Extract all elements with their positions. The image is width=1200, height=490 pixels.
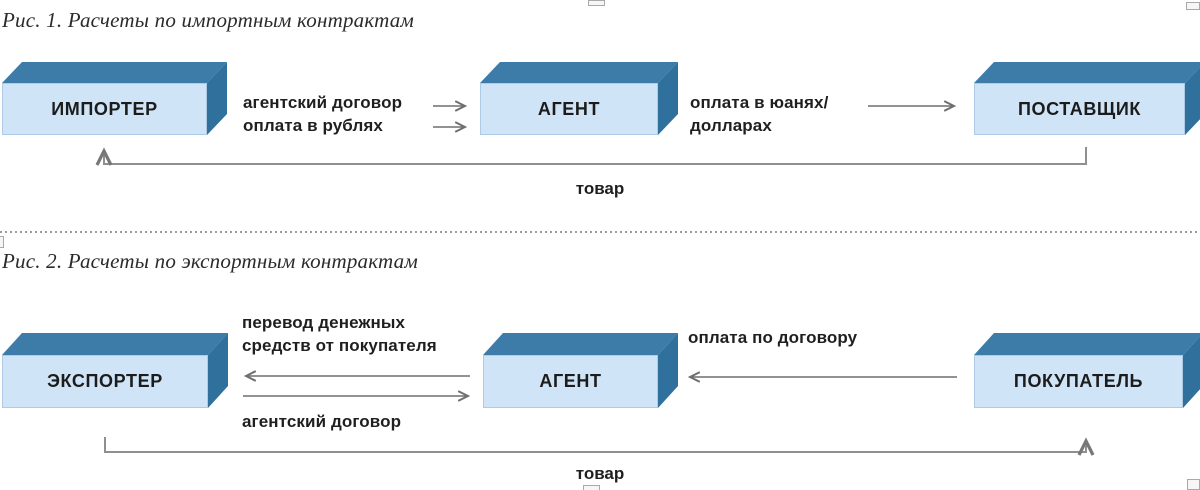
dotted-divider — [0, 231, 1200, 233]
fig1-goods-label: товар — [575, 179, 625, 198]
buyer-box-side-face — [1183, 333, 1200, 408]
fig2-transfer-label-line2: средств от покупателя — [242, 336, 437, 355]
selection-handle-bottom-center[interactable] — [583, 485, 600, 490]
agent-box-fig2-top-face — [483, 333, 678, 355]
importer-box-front-face: ИМПОРТЕР — [2, 83, 207, 135]
supplier-label: ПОСТАВЩИК — [1017, 98, 1141, 119]
importer-box-top-face — [2, 62, 227, 83]
supplier-box: ПОСТАВЩИК — [974, 62, 1200, 135]
selection-handle-top-center[interactable] — [588, 0, 605, 6]
exporter-box-side-face — [208, 333, 228, 408]
fig2-agency-contract-label: агентский договор — [242, 412, 402, 431]
figure1-title: Рис. 1. Расчеты по импортным контрактам — [2, 8, 415, 32]
buyer-box-top-face — [974, 333, 1200, 355]
agent-box-front-face: АГЕНТ — [480, 83, 658, 135]
exporter-box: ЭКСПОРТЕР — [2, 333, 228, 408]
agent-label-fig2: АГЕНТ — [539, 371, 602, 391]
fig2-payment-contract-label: оплата по договору — [688, 328, 858, 347]
fig1-agency-contract-label: агентский договор — [243, 93, 403, 112]
agent-box-fig2: АГЕНТ — [483, 333, 678, 408]
figure2-title: Рис. 2. Расчеты по экспортным контрактам — [2, 249, 418, 273]
selection-handle-left[interactable] — [0, 236, 4, 248]
fig1-payment-rubles-label: оплата в рублях — [243, 116, 383, 135]
exporter-box-top-face — [2, 333, 228, 355]
agent-box-side-face — [658, 62, 678, 135]
importer-box-side-face — [207, 62, 227, 135]
supplier-box-front-face: ПОСТАВЩИК — [974, 83, 1185, 135]
agent-box-fig2-side-face — [658, 333, 678, 408]
fig1-payment-yuan-label-line1: оплата в юанях/ — [690, 93, 829, 112]
fig2-goods-return-path — [104, 437, 1095, 456]
agent-box-fig2-front-face: АГЕНТ — [483, 355, 658, 408]
exporter-label: ЭКСПОРТЕР — [47, 371, 163, 391]
fig2-transfer-label-line1: перевод денежных — [242, 313, 406, 332]
buyer-label: ПОКУПАТЕЛЬ — [1013, 371, 1144, 391]
buyer-box-front-face: ПОКУПАТЕЛЬ — [974, 355, 1183, 408]
selection-handle-top-right[interactable] — [1186, 2, 1200, 10]
agent-box-fig1: АГЕНТ — [480, 62, 678, 135]
fig1-goods-return-path — [95, 147, 1087, 166]
fig1-payment-yuan-label-line2: долларах — [690, 116, 772, 135]
importer-label: ИМПОРТЕР — [51, 98, 158, 119]
fig2-goods-label: товар — [575, 464, 625, 483]
exporter-box-front-face: ЭКСПОРТЕР — [2, 355, 208, 408]
selection-handle-bottom-right[interactable] — [1187, 479, 1200, 490]
agent-box-top-face — [480, 62, 678, 83]
supplier-box-side-face — [1185, 62, 1200, 135]
importer-box: ИМПОРТЕР — [2, 62, 227, 135]
buyer-box: ПОКУПАТЕЛЬ — [974, 333, 1200, 408]
supplier-box-top-face — [974, 62, 1200, 83]
agent-label-fig1: АГЕНТ — [537, 98, 601, 119]
